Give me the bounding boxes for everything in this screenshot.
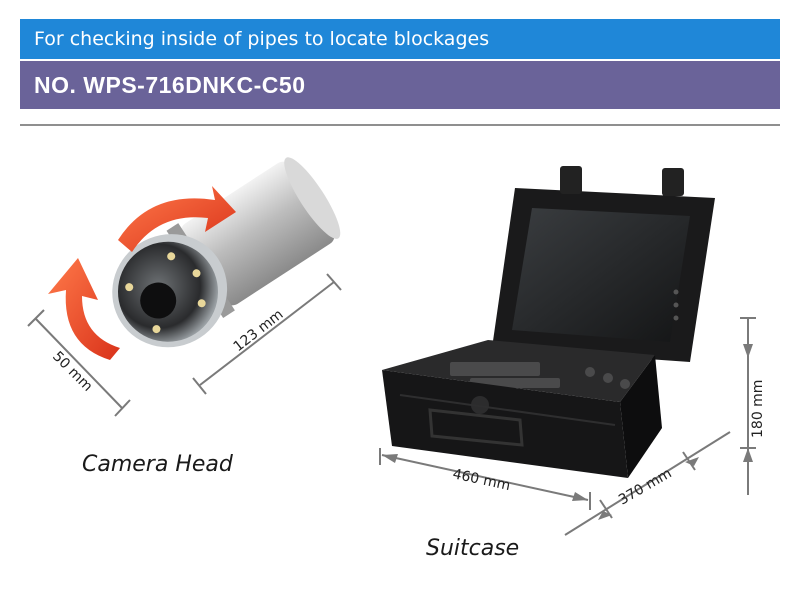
model-number-banner: NO. WPS-716DNKC-C50 bbox=[20, 61, 780, 109]
rotation-arrow-icon bbox=[48, 186, 236, 360]
suitcase-height-label: 180 mm bbox=[750, 380, 766, 438]
camera-head-caption: Camera Head bbox=[82, 452, 233, 477]
suitcase-image bbox=[382, 166, 715, 478]
camera-head-image bbox=[112, 157, 341, 348]
tagline-banner: For checking inside of pipes to locate b… bbox=[20, 19, 780, 59]
suitcase-width-label: 460 mm bbox=[451, 466, 512, 494]
header-divider bbox=[20, 124, 780, 126]
camera-dimension-lines bbox=[27, 273, 342, 417]
camera-length-label: 123 mm bbox=[231, 307, 287, 356]
suitcase-caption: Suitcase bbox=[426, 536, 520, 561]
suitcase-dimension-arrowheads bbox=[382, 344, 753, 520]
